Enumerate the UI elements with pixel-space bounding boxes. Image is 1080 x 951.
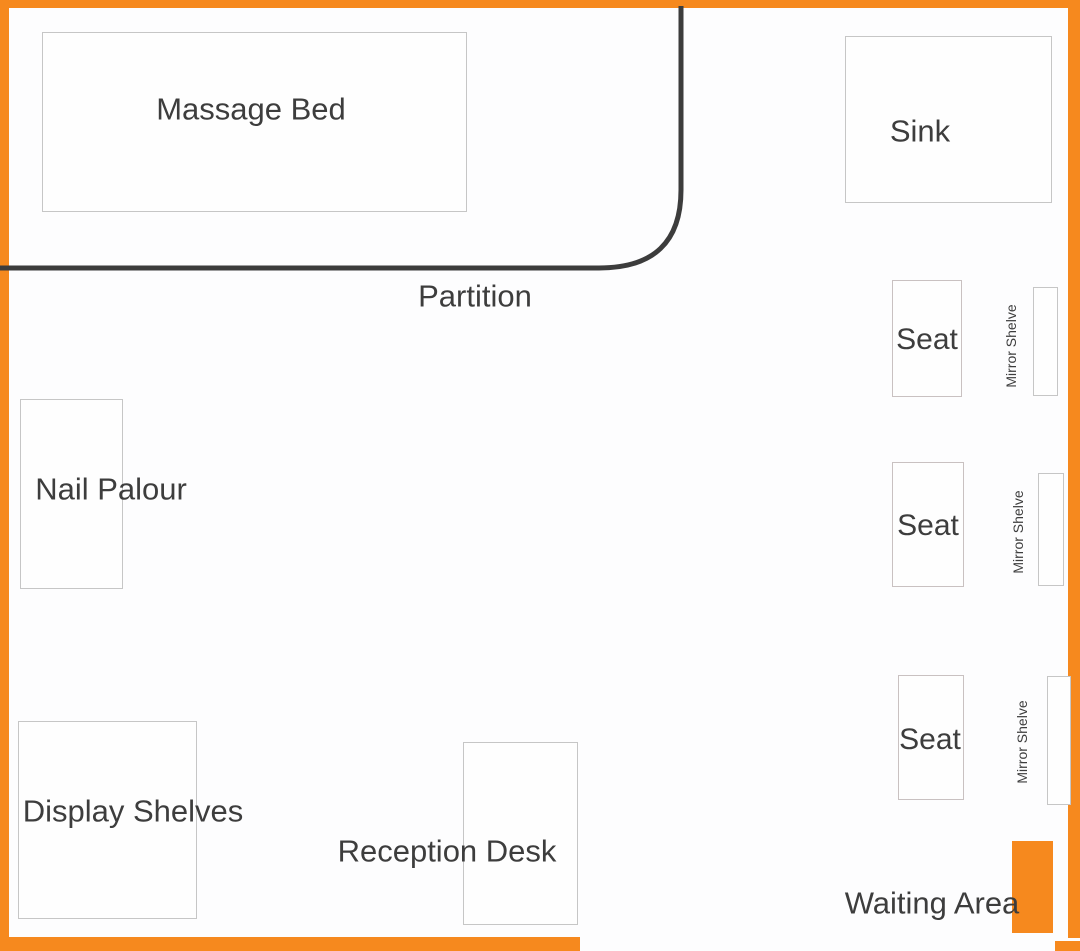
reception-desk-shape: [463, 742, 578, 925]
wall-bottom: [0, 937, 580, 951]
waiting-area-block: [1012, 841, 1053, 933]
wall-left: [0, 0, 9, 951]
massage-bed-label: Massage Bed: [156, 91, 346, 127]
mirror-shelve-3-label: Mirror Shelve: [1014, 700, 1030, 784]
nail-parlour-shape: [20, 399, 123, 589]
sink-shape: [845, 36, 1052, 203]
nail-parlour-label: Nail Palour: [35, 471, 187, 507]
seat-2-shape: [892, 462, 964, 587]
waiting-area-label: Waiting Area: [844, 885, 1020, 921]
mirror-shelve-1-label: Mirror Shelve: [1003, 304, 1019, 388]
wall-bottom-right-stub: [1055, 941, 1080, 951]
seat-1-label: Seat: [896, 323, 958, 356]
massage-bed-shape: [42, 32, 467, 212]
sink-label: Sink: [889, 113, 951, 149]
mirror-shelve-1-shape: [1033, 287, 1058, 396]
reception-desk-label: Reception Desk: [337, 833, 557, 869]
display-shelves-shape: [18, 721, 197, 919]
seat-1-shape: [892, 280, 962, 397]
mirror-shelve-2-shape: [1038, 473, 1064, 586]
mirror-shelve-3-shape: [1047, 676, 1071, 805]
wall-right: [1068, 0, 1080, 938]
seat-2-label: Seat: [897, 509, 959, 542]
partition-label: Partition: [418, 278, 532, 314]
wall-top: [0, 0, 1080, 8]
seat-3-shape: [898, 675, 964, 800]
display-shelves-label: Display Shelves: [22, 793, 244, 829]
seat-3-label: Seat: [899, 723, 961, 756]
mirror-shelve-2-label: Mirror Shelve: [1010, 490, 1026, 574]
